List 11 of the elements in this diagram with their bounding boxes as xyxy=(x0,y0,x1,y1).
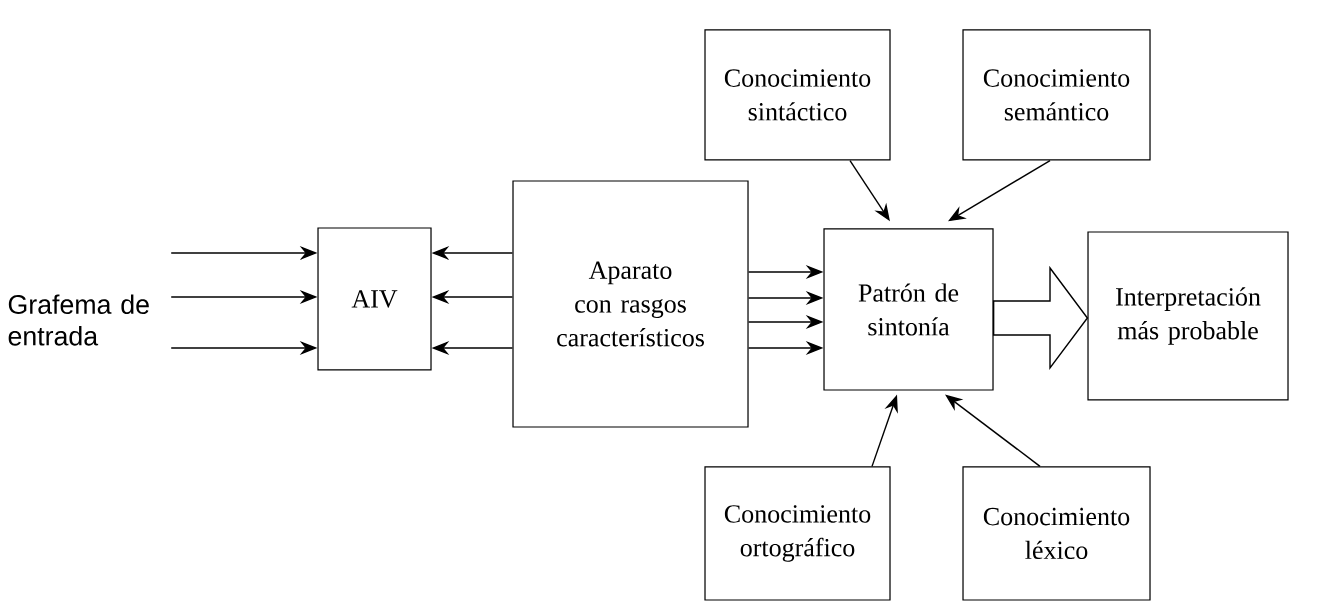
process-box: AIV xyxy=(317,227,432,371)
process-box: Patrón de sintonía xyxy=(823,228,994,391)
process-box: Conocimiento ortográfico xyxy=(704,466,891,601)
process-box: Interpretación más probable xyxy=(1087,231,1289,401)
process-box: Conocimiento semántico xyxy=(962,29,1151,161)
process-box: Conocimiento léxico xyxy=(962,466,1151,601)
arrow xyxy=(948,159,1051,222)
block-arrow xyxy=(992,265,1089,371)
process-box: Aparato con rasgos característicos xyxy=(512,180,749,428)
input-label: Grafema de entrada xyxy=(8,294,149,346)
process-box: Conocimiento sintáctico xyxy=(704,29,891,161)
